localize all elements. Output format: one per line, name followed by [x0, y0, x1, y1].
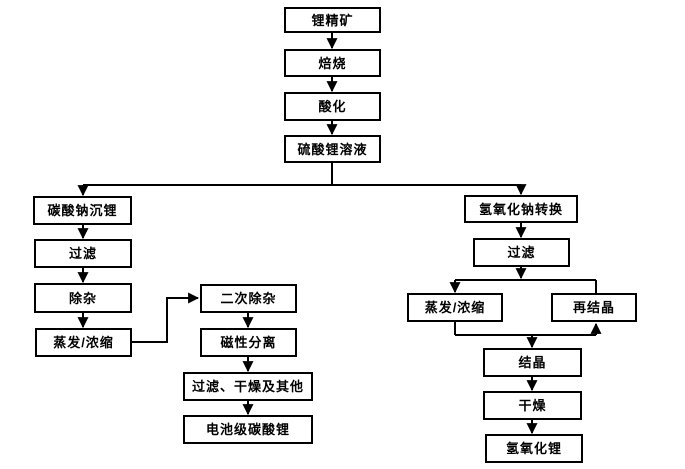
node-filtration-left: 过滤	[34, 239, 132, 268]
node-lithium-hydroxide: 氢氧化锂	[485, 434, 583, 463]
node-evaporation-concentration-right: 蒸发/浓缩	[407, 293, 503, 322]
node-lithium-concentrate: 锂精矿	[284, 7, 381, 33]
node-lithium-sulfate-solution: 硫酸锂溶液	[284, 135, 381, 163]
node-crystallization: 结晶	[483, 348, 582, 377]
node-recrystallization: 再结晶	[551, 293, 637, 322]
node-battery-grade-lithium-carbonate: 电池级碳酸锂	[183, 415, 313, 444]
node-sodium-carbonate-precipitation: 碳酸钠沉锂	[33, 196, 132, 225]
node-filtration-drying-others: 过滤、干燥及其他	[183, 372, 313, 401]
node-acidification: 酸化	[284, 92, 381, 121]
node-drying: 干燥	[483, 391, 582, 420]
node-magnetic-separation: 磁性分离	[200, 328, 297, 357]
node-roasting: 焙烧	[284, 49, 381, 77]
node-evaporation-concentration-left: 蒸发/浓缩	[35, 328, 132, 357]
node-secondary-impurity-removal: 二次除杂	[200, 284, 297, 313]
node-impurity-removal: 除杂	[34, 283, 132, 313]
node-sodium-hydroxide-conversion: 氢氧化钠转换	[464, 195, 578, 223]
edge-evaporation-secondary	[132, 292, 200, 343]
node-filtration-right: 过滤	[473, 238, 570, 267]
